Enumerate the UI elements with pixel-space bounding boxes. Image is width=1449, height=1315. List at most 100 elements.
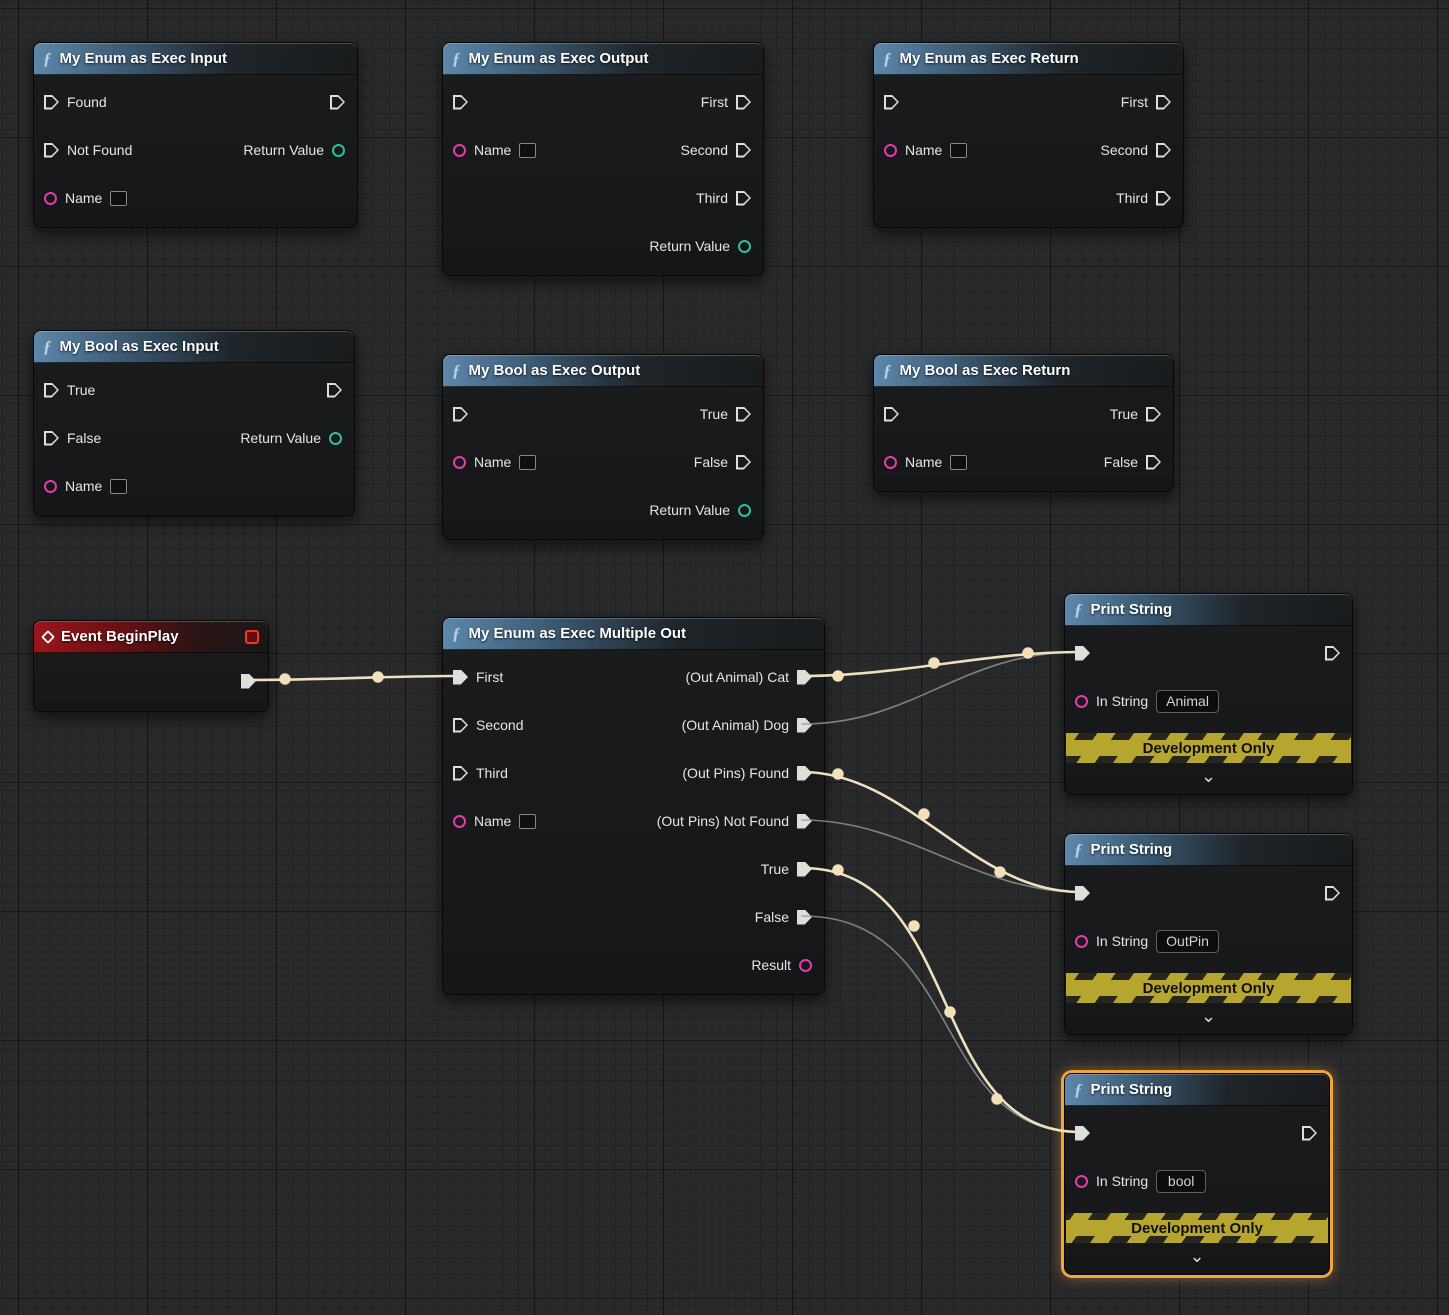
- name-value-field[interactable]: [519, 454, 537, 470]
- node-header: Event BeginPlay: [34, 621, 268, 653]
- pin-row: Return Value: [443, 222, 763, 270]
- exec-wire-cat-to-print1[interactable]: [800, 650, 1082, 678]
- exec-input-pin-false[interactable]: [44, 430, 59, 446]
- in-string-pin[interactable]: [1075, 1174, 1088, 1188]
- node-my-enum-as-exec-output[interactable]: ƒ My Enum as Exec Output First Name Seco…: [442, 42, 764, 276]
- name-value-field[interactable]: [519, 813, 537, 829]
- exec-wire-notfound-to-print2[interactable]: [801, 819, 1081, 893]
- in-string-value-field[interactable]: bool: [1156, 1169, 1207, 1193]
- exec-input-pin[interactable]: [1075, 885, 1090, 901]
- exec-wire-true-to-print3[interactable]: [800, 866, 1082, 1134]
- exec-input-pin[interactable]: [1075, 1125, 1090, 1141]
- exec-output-pin-true[interactable]: [1146, 406, 1161, 422]
- return-value-pin[interactable]: [329, 431, 342, 445]
- exec-output-pin-true[interactable]: [797, 861, 812, 877]
- pin-row: Name: [34, 174, 357, 222]
- pin-label: Second: [680, 142, 728, 158]
- name-pin[interactable]: [453, 143, 466, 157]
- exec-output-pin-true[interactable]: [736, 406, 751, 422]
- expand-node-chevron[interactable]: ⌄: [1189, 1246, 1205, 1266]
- return-value-pin[interactable]: [332, 143, 345, 157]
- pin-row: True: [443, 845, 824, 893]
- exec-output-pin-first[interactable]: [736, 94, 751, 110]
- exec-input-pin-not-found[interactable]: [44, 142, 59, 158]
- exec-output-pin-dog[interactable]: [797, 717, 812, 733]
- expand-node-chevron[interactable]: ⌄: [1200, 1006, 1217, 1026]
- node-my-enum-as-exec-input[interactable]: ƒ My Enum as Exec Input Found Not Found …: [33, 42, 358, 228]
- exec-output-pin-false[interactable]: [1146, 454, 1161, 470]
- expand-node-chevron[interactable]: ⌄: [1200, 766, 1217, 786]
- exec-output-pin[interactable]: [1325, 645, 1340, 661]
- exec-output-pin-third[interactable]: [736, 190, 751, 206]
- pin-label: (Out Animal) Cat: [685, 669, 789, 685]
- pin-label: Return Value: [243, 142, 324, 158]
- exec-wire-found-to-print2[interactable]: [800, 770, 1082, 894]
- name-pin[interactable]: [453, 814, 466, 828]
- pin-label: Name: [65, 190, 103, 206]
- function-icon: ƒ: [452, 624, 461, 643]
- name-pin[interactable]: [44, 479, 57, 493]
- development-only-banner: Development Only: [1066, 1213, 1328, 1243]
- function-icon: ƒ: [1074, 840, 1083, 859]
- exec-output-pin[interactable]: [241, 673, 256, 689]
- name-value-field[interactable]: [950, 454, 968, 470]
- return-value-pin[interactable]: [738, 239, 751, 253]
- exec-output-pin-false[interactable]: [736, 454, 751, 470]
- exec-output-pin-second[interactable]: [1156, 142, 1171, 158]
- name-value-field[interactable]: [519, 142, 537, 158]
- exec-input-pin[interactable]: [1075, 645, 1090, 661]
- name-pin[interactable]: [453, 455, 466, 469]
- in-string-value-field[interactable]: OutPin: [1156, 929, 1219, 953]
- exec-output-pin-first[interactable]: [1156, 94, 1171, 110]
- in-string-value-field[interactable]: Animal: [1156, 689, 1219, 713]
- in-string-pin[interactable]: [1075, 934, 1088, 948]
- exec-input-pin[interactable]: [884, 94, 899, 110]
- name-value-field[interactable]: [110, 190, 128, 206]
- name-pin[interactable]: [884, 455, 897, 469]
- exec-input-pin[interactable]: [884, 406, 899, 422]
- pin-label: First: [1120, 94, 1148, 110]
- exec-wire-dog-to-print1[interactable]: [801, 651, 1081, 725]
- exec-wire-beginplay-to-first[interactable]: [245, 674, 457, 682]
- name-value-field[interactable]: [110, 478, 128, 494]
- name-pin[interactable]: [884, 143, 897, 157]
- exec-output-pin-false[interactable]: [797, 909, 812, 925]
- node-my-bool-as-exec-return[interactable]: ƒ My Bool as Exec Return True Name False: [873, 354, 1174, 492]
- node-my-enum-as-exec-multiple-out[interactable]: ƒ My Enum as Exec Multiple Out First (Ou…: [442, 617, 825, 995]
- exec-output-pin[interactable]: [1302, 1125, 1317, 1141]
- node-my-enum-as-exec-return[interactable]: ƒ My Enum as Exec Return First Name Seco…: [873, 42, 1184, 228]
- return-value-pin[interactable]: [738, 503, 751, 517]
- exec-input-pin-third[interactable]: [453, 765, 468, 781]
- pin-label: Return Value: [649, 502, 730, 518]
- exec-output-pin[interactable]: [327, 382, 342, 398]
- exec-output-pin[interactable]: [1325, 885, 1340, 901]
- exec-output-pin-second[interactable]: [736, 142, 751, 158]
- name-value-field[interactable]: [950, 142, 968, 158]
- exec-input-pin[interactable]: [453, 406, 468, 422]
- node-event-beginplay[interactable]: Event BeginPlay: [33, 620, 269, 712]
- result-pin[interactable]: [799, 958, 812, 972]
- exec-input-pin-found[interactable]: [44, 94, 59, 110]
- name-pin[interactable]: [44, 191, 57, 205]
- exec-input-pin-true[interactable]: [44, 382, 59, 398]
- exec-wire-false-to-print3[interactable]: [801, 915, 1081, 1133]
- exec-output-pin-third[interactable]: [1156, 190, 1171, 206]
- exec-output-pin-cat[interactable]: [797, 669, 812, 685]
- pin-row: Name False: [874, 438, 1173, 486]
- node-my-bool-as-exec-output[interactable]: ƒ My Bool as Exec Output True Name False…: [442, 354, 764, 540]
- exec-output-pin-found[interactable]: [797, 765, 812, 781]
- event-override-icon: [245, 629, 259, 644]
- in-string-pin[interactable]: [1075, 694, 1088, 708]
- exec-output-pin[interactable]: [330, 94, 345, 110]
- exec-input-pin[interactable]: [453, 94, 468, 110]
- exec-input-pin-first[interactable]: [453, 669, 468, 685]
- node-my-bool-as-exec-input[interactable]: ƒ My Bool as Exec Input True False Retur…: [33, 330, 355, 516]
- pin-label: True: [699, 406, 728, 422]
- exec-output-pin-not-found[interactable]: [797, 813, 812, 829]
- pin-label: Third: [476, 765, 508, 781]
- exec-input-pin-second[interactable]: [453, 717, 468, 733]
